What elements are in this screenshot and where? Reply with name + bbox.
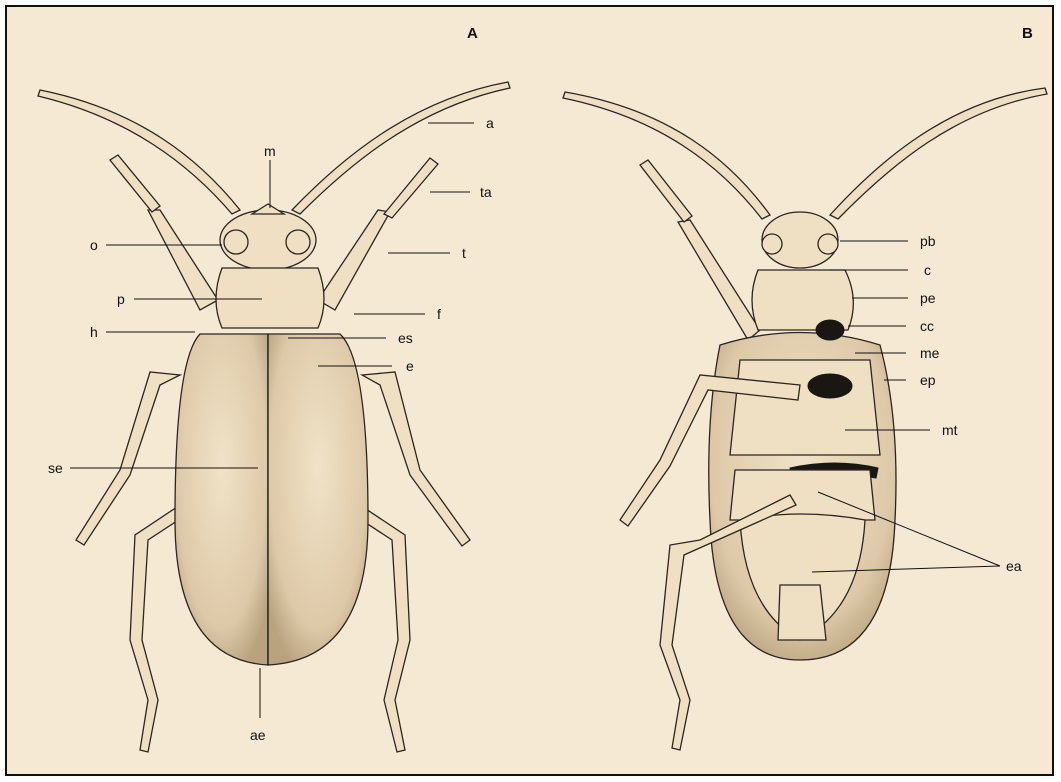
- label-a-antenna: a: [486, 115, 494, 131]
- label-cc-coxal-cavity: cc: [920, 318, 934, 334]
- label-e-elytron: e: [406, 358, 414, 374]
- label-m-mandible: m: [264, 143, 276, 159]
- label-ep-epipleuron: ep: [920, 372, 936, 388]
- label-pb-palpus: pb: [920, 233, 936, 249]
- label-me-mesosternum: me: [920, 345, 940, 361]
- label-se-suture: se: [48, 460, 63, 476]
- label-es-scutellum: es: [398, 330, 413, 346]
- label-p-pronotum: p: [117, 291, 125, 307]
- beetle-ventral-view: [563, 88, 1047, 750]
- label-c-clypeus: c: [924, 262, 931, 278]
- label-o-eye: o: [90, 237, 98, 253]
- panel-label-a: A: [467, 25, 478, 42]
- label-f-femur: f: [437, 306, 441, 322]
- label-ea-abdomen: ea: [1006, 558, 1022, 574]
- label-t-tibia: t: [462, 245, 466, 261]
- label-ta-tarsus: ta: [480, 184, 492, 200]
- beetle-dorsal-view: [38, 82, 510, 752]
- panel-label-b: B: [1022, 25, 1033, 42]
- label-mt-metasternum: mt: [942, 422, 958, 438]
- label-h-humerus: h: [90, 324, 98, 340]
- label-ae-apex: ae: [250, 727, 266, 743]
- label-pe-prosternum: pe: [920, 290, 936, 306]
